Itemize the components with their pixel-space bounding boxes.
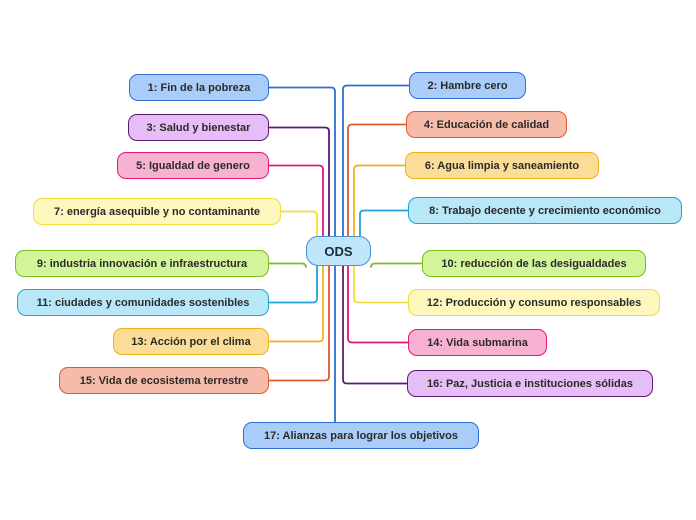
connector-topic-9 bbox=[269, 262, 307, 268]
topic-4[interactable]: 4: Educación de calidad bbox=[406, 111, 567, 138]
connector-topic-15 bbox=[269, 266, 330, 382]
topic-15[interactable]: 15: Vida de ecosistema terrestre bbox=[59, 367, 269, 394]
topic-9[interactable]: 9: industria innovación e infraestructur… bbox=[15, 250, 269, 277]
connector-topic-7 bbox=[281, 210, 318, 236]
connector-topic-6 bbox=[353, 164, 405, 236]
connector-topic-10 bbox=[370, 262, 422, 268]
topic-10[interactable]: 10: reducción de las desigualdades bbox=[422, 250, 646, 277]
topic-11[interactable]: 11: ciudades y comunidades sostenibles bbox=[17, 289, 269, 316]
connector-topic-5 bbox=[269, 164, 324, 236]
topic-8[interactable]: 8: Trabajo decente y crecimiento económi… bbox=[408, 197, 682, 224]
topic-7[interactable]: 7: energía asequible y no contaminante bbox=[33, 198, 281, 225]
connector-topic-2 bbox=[342, 84, 409, 236]
connector-topic-3 bbox=[269, 126, 330, 236]
connector-topic-8 bbox=[359, 209, 408, 236]
topic-1[interactable]: 1: Fin de la pobreza bbox=[129, 74, 269, 101]
topic-12[interactable]: 12: Producción y consumo responsables bbox=[408, 289, 660, 316]
connector-topic-1 bbox=[269, 86, 336, 236]
topic-2[interactable]: 2: Hambre cero bbox=[409, 72, 526, 99]
topic-17[interactable]: 17: Alianzas para lograr los objetivos bbox=[243, 422, 479, 449]
topic-3[interactable]: 3: Salud y bienestar bbox=[128, 114, 269, 141]
connector-topic-13 bbox=[269, 266, 324, 343]
connector-topic-14 bbox=[347, 266, 408, 344]
central-topic-ods[interactable]: ODS bbox=[306, 236, 371, 266]
connector-topic-4 bbox=[347, 123, 406, 236]
connector-topic-11 bbox=[269, 266, 318, 304]
topic-13[interactable]: 13: Acción por el clima bbox=[113, 328, 269, 355]
connector-topic-16 bbox=[342, 266, 407, 385]
connector-topic-12 bbox=[353, 266, 408, 304]
topic-6[interactable]: 6: Agua limpia y saneamiento bbox=[405, 152, 599, 179]
topic-5[interactable]: 5: Igualdad de genero bbox=[117, 152, 269, 179]
topic-14[interactable]: 14: Vida submarina bbox=[408, 329, 547, 356]
topic-16[interactable]: 16: Paz, Justicia e instituciones sólida… bbox=[407, 370, 653, 397]
